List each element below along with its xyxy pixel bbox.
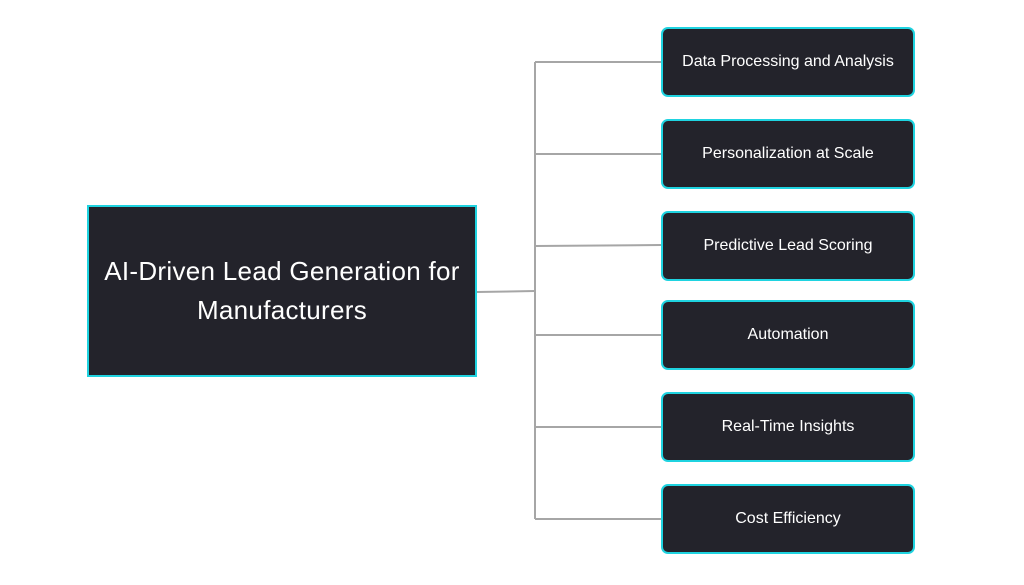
root-title: AI-Driven Lead Generation for Manufactur… (104, 256, 460, 325)
branch-node-real-time-insights: Real-Time Insights (661, 392, 915, 462)
root-node: AI-Driven Lead Generation for Manufactur… (87, 205, 477, 377)
branch-label: Personalization at Scale (702, 145, 874, 162)
branch-label: Automation (747, 326, 829, 343)
branch-label: Real-Time Insights (721, 418, 855, 435)
branch-node-automation: Automation (661, 300, 915, 370)
branch-label: Data Processing and Analysis (682, 53, 894, 70)
branch-node-predictive-scoring: Predictive Lead Scoring (661, 211, 915, 281)
branch-node-cost-efficiency: Cost Efficiency (661, 484, 915, 554)
root-connector (476, 290, 536, 293)
branch-node-data-processing: Data Processing and Analysis (661, 27, 915, 97)
branch-connector-3 (534, 244, 662, 247)
branch-label: Predictive Lead Scoring (703, 237, 873, 254)
branch-label: Cost Efficiency (735, 510, 841, 527)
branch-node-personalization: Personalization at Scale (661, 119, 915, 189)
